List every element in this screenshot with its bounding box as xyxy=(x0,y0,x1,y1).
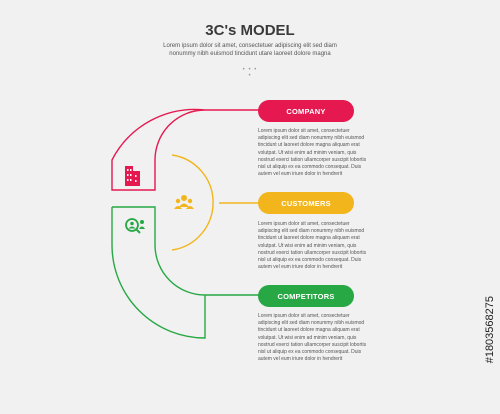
people-group-icon xyxy=(174,195,194,209)
competitors-label: COMPETITORS xyxy=(258,285,354,307)
customers-label: CUSTOMERS xyxy=(258,192,354,214)
page-title: 3C's MODEL xyxy=(205,22,295,39)
customers-description: Lorem ipsum dolor sit amet, consectetuer… xyxy=(258,221,367,271)
competitors-description: Lorem ipsum dolor sit amet, consectetuer… xyxy=(258,313,367,363)
customers-arc xyxy=(171,154,214,251)
search-person-icon xyxy=(125,218,145,234)
stock-id-watermark: #1803568275 xyxy=(484,296,496,364)
decorative-dots: • • • • xyxy=(242,67,258,79)
company-label: COMPANY xyxy=(258,100,354,122)
building-icon xyxy=(125,166,140,186)
company-arc xyxy=(111,108,260,191)
company-description: Lorem ipsum dolor sit amet, consectetuer… xyxy=(258,128,367,178)
competitors-arc xyxy=(111,206,262,339)
page-subtitle: Lorem ipsum dolor sit amet, consectetuer… xyxy=(163,43,337,57)
